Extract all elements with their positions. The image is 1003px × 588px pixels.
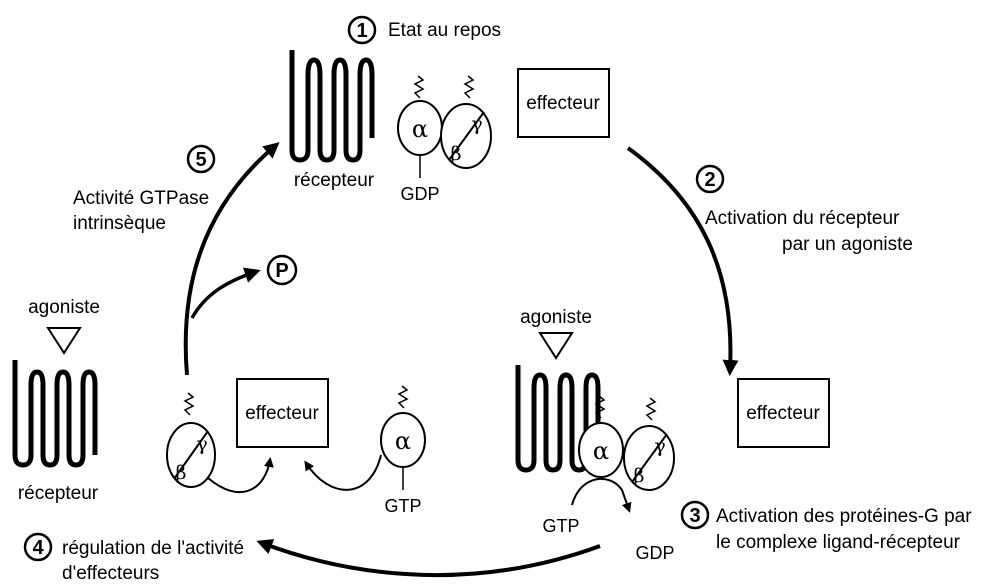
betagamma-to-effector-arrow	[207, 457, 274, 494]
step-4-line1: régulation de l'activité	[62, 538, 244, 559]
agonist-left-label: agoniste	[28, 297, 100, 318]
gamma-symbol-top: γ	[471, 113, 482, 135]
step-2-number: 2	[704, 169, 715, 191]
arrow-step-2	[626, 146, 739, 376]
step-3-number: 3	[689, 505, 700, 527]
gtp-label-right: GTP	[542, 516, 579, 536]
step-5-marker: 5	[186, 144, 216, 174]
step-4-number: 4	[32, 537, 44, 559]
step-5-line2: intrinsèque	[73, 213, 166, 234]
phosphate-label: P	[275, 260, 288, 282]
receptor-top-label: récepteur	[294, 170, 375, 191]
alpha-symbol-top: α	[412, 115, 428, 143]
step-2-line2: par un agoniste	[782, 234, 913, 255]
gamma-symbol-left: γ	[196, 433, 207, 455]
step-3-line1: Activation des protéines-G par	[716, 506, 972, 527]
effector-right-label: effecteur	[746, 403, 820, 424]
step-1-number: 1	[356, 20, 367, 42]
effector-top	[517, 68, 610, 138]
gtp-gdp-exchange-arrow	[571, 477, 632, 513]
state-1-resting: 1 Etat au repos récepteur α β γ GDP effe…	[289, 15, 610, 204]
effector-left	[236, 378, 329, 448]
arrow-step-5	[183, 142, 280, 376]
lipid-anchor-alpha-top	[413, 75, 425, 99]
alpha-subunit-right	[578, 422, 624, 478]
effector-left-label: effecteur	[245, 403, 319, 424]
phosphate-release-arrow	[190, 267, 261, 319]
effector-top-label: effecteur	[526, 93, 600, 114]
beta-symbol-top: β	[451, 143, 462, 165]
step-4-marker: 4	[23, 532, 53, 562]
receptor-left-label: récepteur	[18, 483, 99, 504]
alpha-symbol-right: α	[593, 437, 609, 465]
alpha-symbol-left: α	[395, 427, 411, 455]
agonist-left-triangle	[46, 327, 82, 355]
state-3-activation: agoniste α β γ GTP GDP	[515, 307, 675, 563]
step-2-line1: Activation du récepteur	[705, 208, 900, 229]
receptor-left	[12, 360, 98, 468]
gtp-label-left: GTP	[384, 496, 421, 516]
receptor-right	[515, 365, 601, 473]
phosphate-marker: P	[266, 254, 298, 286]
lipid-anchor-gamma-top	[463, 75, 475, 99]
step-5-line1: Activité GTPase	[73, 188, 209, 209]
beta-symbol-right: β	[634, 465, 645, 487]
alpha-to-effector-arrow	[304, 454, 382, 491]
effector-right	[737, 378, 830, 448]
agonist-right-label: agoniste	[520, 307, 592, 328]
agonist-right-triangle	[538, 332, 574, 360]
step-2-marker: 2	[695, 164, 725, 194]
state-4-regulation: agoniste récepteur β γ effecteur α GTP	[12, 297, 426, 516]
step-1-label: Etat au repos	[388, 20, 501, 41]
step-4-line2: d'effecteurs	[62, 563, 159, 584]
step-3-line2: le complexe ligand-récepteur	[716, 532, 961, 553]
receptor-top	[289, 50, 375, 163]
gamma-symbol-right: γ	[654, 435, 665, 457]
step-3-marker: 3	[680, 500, 710, 530]
gdp-label-top: GDP	[400, 184, 439, 204]
step-5-number: 5	[195, 149, 206, 171]
beta-symbol-left: β	[176, 462, 187, 484]
arrow-step-4	[256, 539, 601, 578]
g-protein-top: α β γ GDP	[397, 75, 492, 204]
gdp-label-right: GDP	[635, 543, 674, 563]
step-1-marker: 1	[347, 15, 377, 45]
